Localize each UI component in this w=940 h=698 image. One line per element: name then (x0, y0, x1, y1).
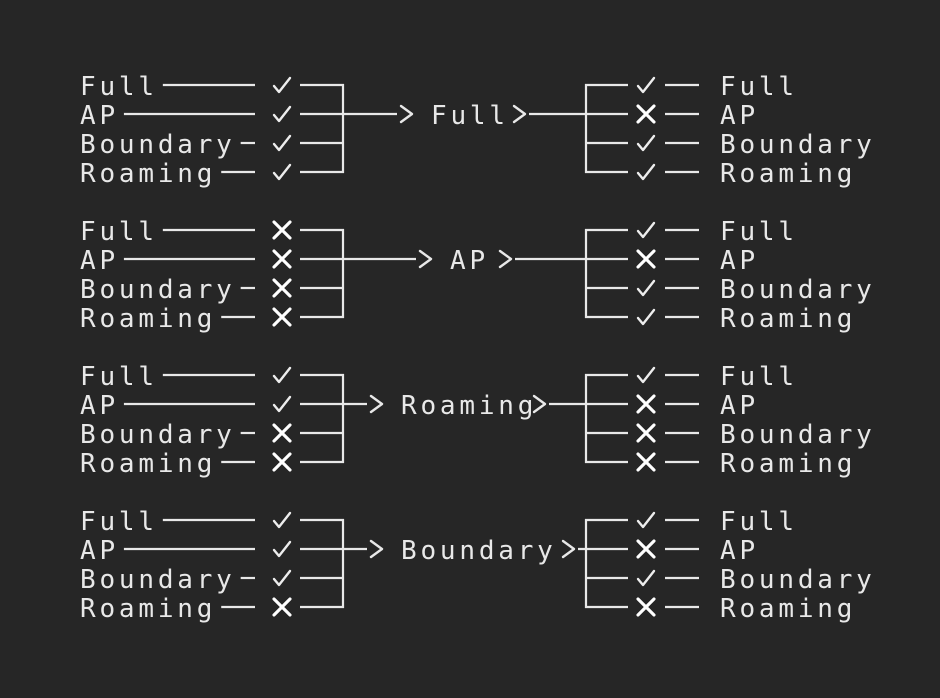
gateway-out-chevron-icon (498, 249, 513, 269)
input-check-icon (272, 76, 292, 94)
output-row-label: Boundary (720, 275, 876, 305)
flow-arrowhead-icon (369, 394, 384, 414)
output-cross-icon (636, 423, 656, 443)
gateway-label: Full (431, 101, 509, 131)
input-cross-icon (272, 597, 292, 617)
input-cross-icon (272, 423, 292, 443)
output-cross-icon (636, 597, 656, 617)
gateway-label: AP (450, 246, 489, 276)
input-row-label: AP (80, 536, 119, 566)
input-row-label: Boundary (80, 420, 236, 450)
output-row-label: AP (720, 391, 759, 421)
output-check-icon (636, 134, 656, 152)
input-row-label: AP (80, 101, 119, 131)
output-row-label: Boundary (720, 420, 876, 450)
output-row-label: Roaming (720, 594, 856, 624)
input-cross-icon (272, 278, 292, 298)
output-check-icon (636, 366, 656, 384)
output-row-label: Boundary (720, 130, 876, 160)
input-check-icon (272, 366, 292, 384)
input-row-label: Boundary (80, 130, 236, 160)
output-row-label: Full (720, 217, 798, 247)
output-row-label: AP (720, 246, 759, 276)
output-check-icon (636, 221, 656, 239)
output-cross-icon (636, 104, 656, 124)
output-row-label: Roaming (720, 159, 856, 189)
output-cross-icon (636, 452, 656, 472)
output-check-icon (636, 308, 656, 326)
output-cross-icon (636, 394, 656, 414)
output-check-icon (636, 569, 656, 587)
output-row-label: AP (720, 536, 759, 566)
output-check-icon (636, 163, 656, 181)
input-row-label: Boundary (80, 565, 236, 595)
flow-arrowhead-icon (418, 249, 433, 269)
output-row-label: Roaming (720, 304, 856, 334)
output-cross-icon (636, 249, 656, 269)
output-row-label: Full (720, 72, 798, 102)
input-check-icon (272, 105, 292, 123)
gateway-out-chevron-icon (561, 539, 576, 559)
input-check-icon (272, 134, 292, 152)
output-check-icon (636, 511, 656, 529)
input-check-icon (272, 163, 292, 181)
input-row-label: Full (80, 217, 158, 247)
input-row-label: AP (80, 246, 119, 276)
gateway-label: Roaming (401, 391, 537, 421)
input-row-label: Full (80, 507, 158, 537)
input-check-icon (272, 395, 292, 413)
output-check-icon (636, 279, 656, 297)
input-row-label: Boundary (80, 275, 236, 305)
input-row-label: Full (80, 362, 158, 392)
gateway-out-chevron-icon (512, 104, 527, 124)
input-check-icon (272, 540, 292, 558)
input-row-label: Roaming (80, 159, 216, 189)
flow-arrowhead-icon (399, 104, 414, 124)
output-row-label: Full (720, 507, 798, 537)
input-cross-icon (272, 452, 292, 472)
input-cross-icon (272, 249, 292, 269)
input-cross-icon (272, 307, 292, 327)
output-check-icon (636, 76, 656, 94)
input-cross-icon (272, 220, 292, 240)
output-row-label: Boundary (720, 565, 876, 595)
output-row-label: Roaming (720, 449, 856, 479)
input-row-label: Full (80, 72, 158, 102)
output-row-label: Full (720, 362, 798, 392)
flow-arrowhead-icon (369, 539, 384, 559)
output-cross-icon (636, 539, 656, 559)
input-row-label: Roaming (80, 304, 216, 334)
input-row-label: Roaming (80, 594, 216, 624)
input-check-icon (272, 511, 292, 529)
input-check-icon (272, 569, 292, 587)
gateway-label: Boundary (401, 536, 557, 566)
input-row-label: AP (80, 391, 119, 421)
input-row-label: Roaming (80, 449, 216, 479)
output-row-label: AP (720, 101, 759, 131)
gateway-out-chevron-icon (532, 394, 547, 414)
